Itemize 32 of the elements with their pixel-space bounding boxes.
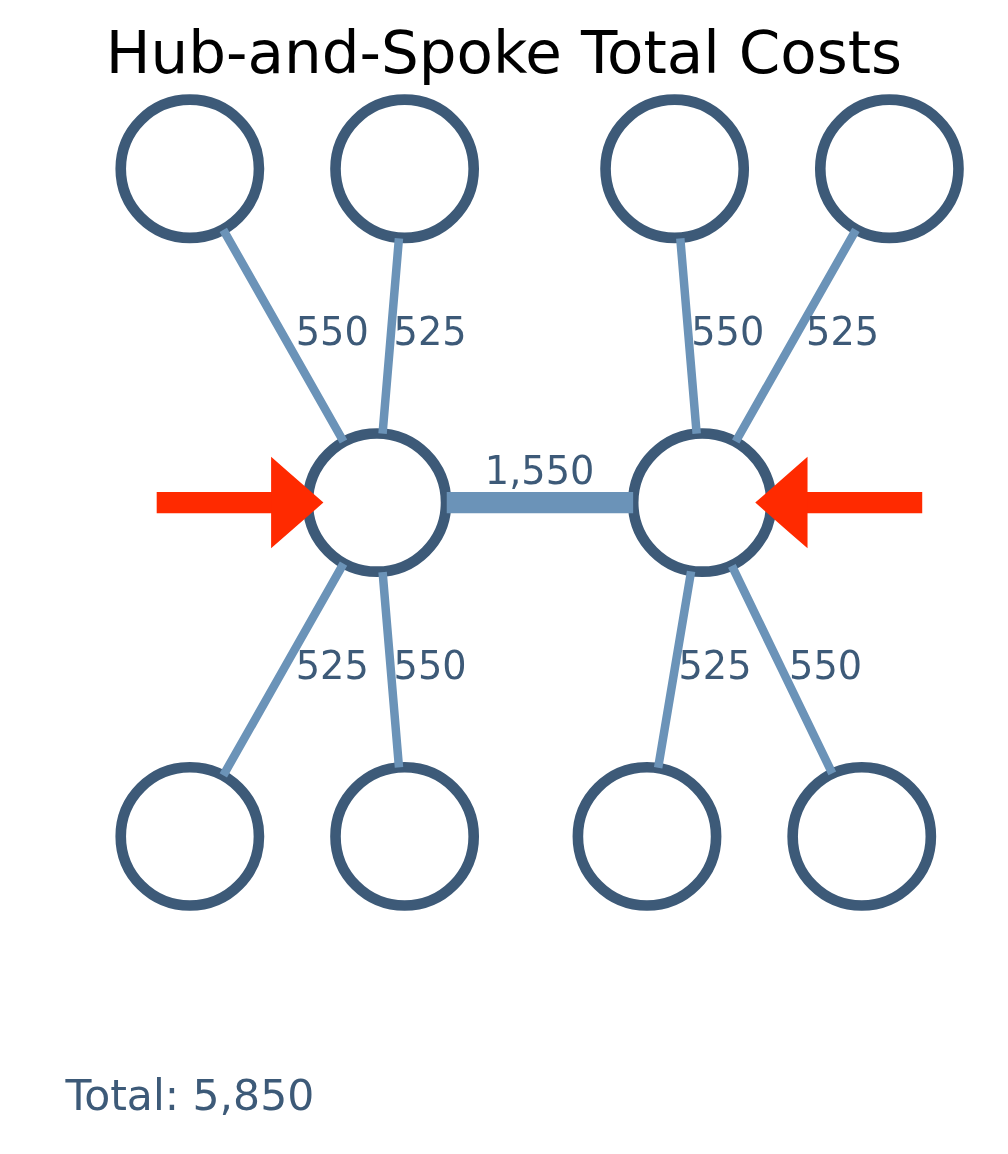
connector — [378, 238, 404, 434]
arrow — [755, 456, 923, 549]
edge-label: 525 — [678, 642, 752, 688]
connector — [728, 564, 837, 776]
connector — [732, 227, 860, 444]
label: Total: 5,850 — [65, 1070, 315, 1120]
node-circle — [302, 428, 452, 577]
connector — [676, 238, 701, 434]
node-circle — [787, 762, 937, 911]
connector — [378, 571, 404, 768]
arrow — [156, 456, 324, 549]
connector — [653, 570, 696, 769]
node-circle — [115, 94, 265, 244]
diagram-title: Hub-and-Spoke Total Costs — [105, 17, 903, 87]
node-circle — [330, 762, 479, 911]
connector — [219, 227, 348, 444]
node-circle — [814, 94, 964, 244]
edge-label: 525 — [806, 309, 880, 355]
node-circle — [627, 428, 777, 577]
edge-label: 1,550 — [484, 448, 595, 494]
edge-label: 550 — [691, 309, 765, 355]
node-circle — [115, 762, 265, 911]
edge-label: 525 — [393, 309, 467, 355]
node-circle — [600, 94, 750, 244]
edge-label: 550 — [295, 309, 369, 355]
edge-label: 525 — [295, 642, 369, 688]
node-circle — [330, 94, 479, 244]
node-circle — [572, 762, 722, 911]
connector — [446, 491, 634, 514]
edge-label: 550 — [789, 642, 863, 688]
connector — [219, 561, 348, 778]
edge-label: 550 — [393, 642, 467, 688]
